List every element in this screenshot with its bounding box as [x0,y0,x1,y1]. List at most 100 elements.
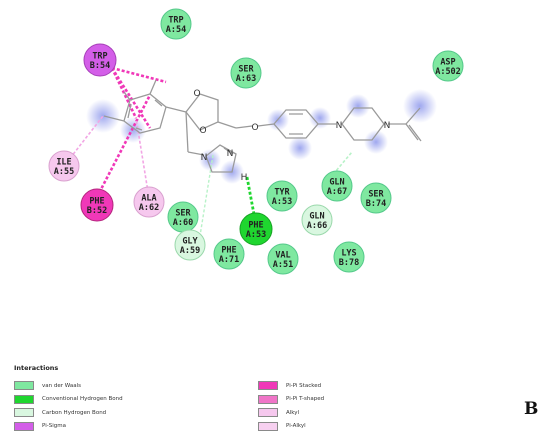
residue-name: GLN [309,212,324,222]
residue-name: PHE [248,221,263,231]
residue-name: GLY [182,237,198,247]
bond [187,151,205,156]
residue-disc [83,43,117,77]
bond [223,147,234,155]
residue-name: TRP [92,52,107,62]
halo [364,130,388,154]
legend-swatch [258,421,278,431]
bond [217,121,237,129]
legend-label: Carbon Hydrogen Bond [42,409,107,416]
legend-item-hbond: Conventional Hydrogen Bond [14,394,123,405]
imidazole-ring [205,144,237,173]
residue-name: PHE [221,246,236,256]
legend-swatch [258,381,278,390]
legend-item-pialkyl: Pi-Alkyl [258,421,306,432]
halo [86,99,120,133]
residue-disc [267,243,299,275]
legend-swatch [14,408,34,417]
legend-swatch [14,381,34,390]
residue-chain: A:60 [173,218,193,228]
residue-disc [301,204,333,236]
bond [235,125,253,129]
legend-swatch [14,421,34,431]
bond [405,107,421,125]
halo [288,136,312,160]
residue-chain: A:62 [139,203,159,213]
bond [123,91,131,101]
halo [346,94,370,118]
legend-label: Pi-Pi Stacked [286,382,322,389]
legend-title: Interactions [14,364,59,372]
halo [403,89,437,123]
residue-name: SER [175,209,191,219]
legend-label: Pi-Sigma [42,423,66,429]
residue-disc [48,150,80,182]
residue-name: VAL [275,251,290,261]
oxygen-label: O [199,126,206,136]
aryl-ring-double-bonds [127,99,163,131]
residue-chain: B:74 [366,199,386,209]
bond [257,123,275,127]
residue-chain: A:63 [236,74,256,84]
legend-swatch [258,394,278,404]
residue-name: GLN [329,178,344,188]
legend-item-chbond: Carbon Hydrogen Bond [14,407,106,418]
nitrogen-label: N [336,121,343,131]
legend-label: Pi-Pi T-shaped [286,396,325,402]
residue-chain: A:53 [246,230,266,240]
residue-name: TRP [168,16,183,26]
nitrogen-label: N [201,153,208,163]
residue-disc [321,170,353,202]
residue-chain: A:67 [327,187,347,197]
legend-label: Pi-Alkyl [286,423,306,429]
residue-name: ILE [56,158,71,168]
residue-disc [360,182,392,214]
ligand-structure [103,79,422,173]
pi-pi-line [95,94,152,198]
bond [405,123,419,141]
legend-swatch [258,408,278,417]
bond [103,115,125,122]
halo [199,149,221,171]
bond [149,79,157,95]
residue-disc [239,212,273,246]
residue-disc [333,241,365,273]
residue-name: LYS [341,249,356,259]
residue-chain: A:51 [273,260,293,270]
residue-disc [133,186,165,218]
residue-disc [266,180,298,212]
legend-item-pisigma: Pi-Sigma [14,421,66,432]
pi-sigma-line [111,66,167,84]
bond [408,124,422,142]
residue-name: ALA [141,194,156,204]
pi-sigma-line [110,67,152,129]
residue-chain: B:52 [87,206,107,216]
dioxolane-ring [185,93,219,131]
hydrogen-label: H [241,173,248,183]
oxygen-label: O [251,123,258,133]
residue-disc [80,188,114,222]
residue-name: ASP [440,58,455,68]
residue-name: SER [368,190,384,200]
residue-chain: A:54 [166,25,186,35]
residue-disc [174,229,206,261]
oxygen-label: O [193,89,200,99]
residue-disc [160,8,192,40]
phenyl-double-bonds [289,113,303,135]
residue-chain: B:54 [90,61,110,71]
